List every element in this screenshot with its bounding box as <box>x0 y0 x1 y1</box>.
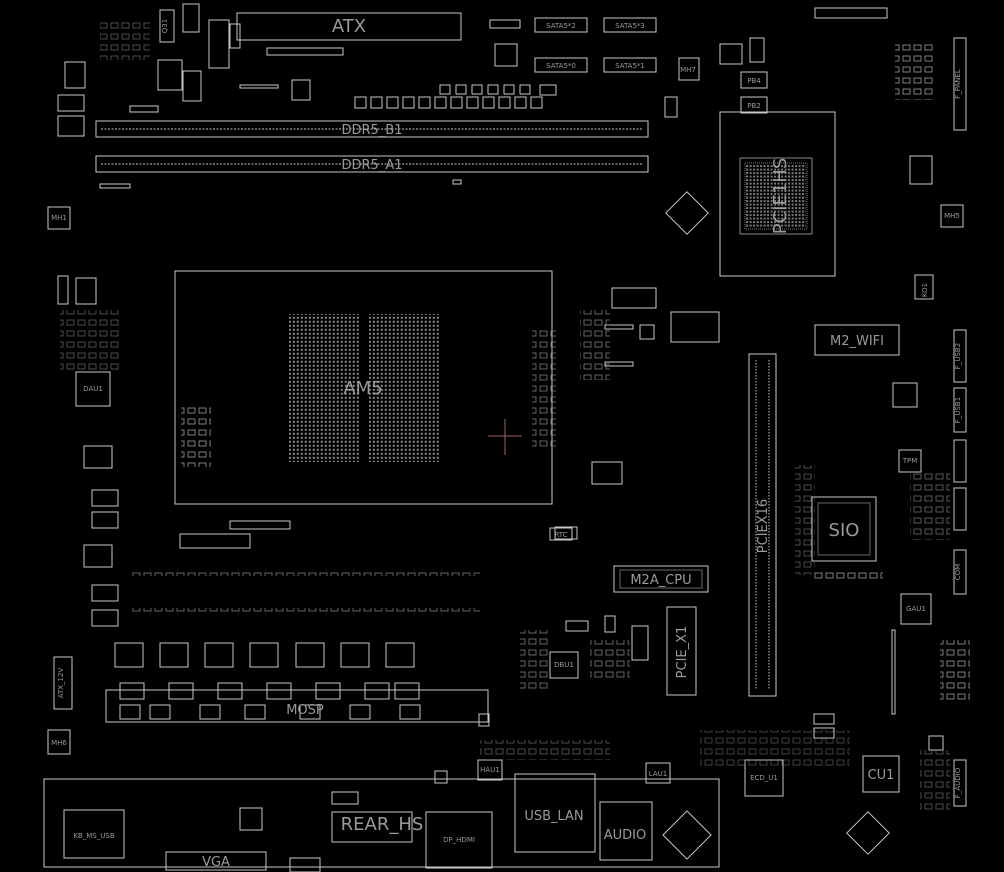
label-ddr5-b1: DDR5_B1 <box>341 123 402 138</box>
pciex16-slot <box>748 353 777 697</box>
silkscreen-labels: ATX SATA5*2 SATA5*3 SATA5*0 SATA5*1 DDR5… <box>51 16 962 870</box>
label-m2-wifi: M2_WIFI <box>830 334 884 349</box>
label-kb-ms-usb: KB_MS_USB <box>73 832 114 840</box>
label-pciex16: PCIEX16 <box>756 499 771 553</box>
chipset-area <box>719 111 836 277</box>
label-q31: Q31 <box>161 19 169 33</box>
origin-marker <box>488 419 522 455</box>
label-rear-hs: REAR_HS <box>341 814 424 835</box>
label-lau1: LAU1 <box>649 770 667 778</box>
label-m2a-cpu: M2A_CPU <box>630 573 691 588</box>
label-ddr5-a1: DDR5_A1 <box>342 158 403 173</box>
label-rtc: RTC <box>554 531 567 539</box>
label-sata2: SATA5*2 <box>546 22 576 30</box>
am5-pad-array <box>289 314 439 462</box>
label-dau1: DAU1 <box>83 385 103 393</box>
label-ko1: KO1 <box>921 283 929 297</box>
mosfet-row <box>105 642 489 723</box>
label-dbu1: DBU1 <box>554 661 574 669</box>
label-mosp: MOSP <box>286 703 324 718</box>
label-pb2: PB2 <box>747 102 760 110</box>
label-mh5: MH5 <box>944 212 960 220</box>
label-com: COM <box>954 564 962 580</box>
label-pcie-top: PCIE1HS <box>770 158 791 235</box>
label-cu1: CU1 <box>868 768 895 783</box>
label-hau1: HAU1 <box>480 766 500 774</box>
label-sata0: SATA5*0 <box>546 62 576 70</box>
label-dp-hdmi: DP_HDMI <box>443 836 475 844</box>
label-sata1: SATA5*1 <box>615 62 645 70</box>
label-f-usb2: F_USB2 <box>954 343 962 369</box>
label-mh1: MH1 <box>51 214 67 222</box>
label-audio: AUDIO <box>604 828 647 843</box>
label-atx: ATX <box>332 16 366 37</box>
label-sata3: SATA5*3 <box>615 22 645 30</box>
ddr5-slots <box>95 120 649 173</box>
label-gau1: GAU1 <box>906 605 926 613</box>
label-f-audio: F_AUDIO <box>954 767 962 798</box>
sata-connectors <box>489 17 657 73</box>
label-sio: SIO <box>829 520 860 541</box>
m2-wifi-slot <box>814 324 900 356</box>
label-mh7: MH7 <box>680 66 696 74</box>
atx-connector <box>236 12 462 56</box>
label-f-panel: F_PANEL <box>954 69 962 99</box>
label-tpm: TPM <box>902 457 918 465</box>
label-vga: VGA <box>202 855 230 870</box>
label-ecd-u1: ECD_U1 <box>750 774 778 782</box>
m2a-cpu-slot <box>613 565 709 593</box>
label-atx-12v: ATX_12V <box>57 668 65 699</box>
label-mh6: MH6 <box>51 739 67 747</box>
label-usb-lan: USB_LAN <box>524 809 583 824</box>
label-am5: AM5 <box>343 378 382 399</box>
label-pciex1: PCIE_X1 <box>675 626 690 679</box>
rear-io-shield <box>43 778 720 868</box>
label-pb4: PB4 <box>747 77 761 85</box>
pciex1-slot <box>666 606 697 696</box>
chipset-pad-array <box>746 164 806 228</box>
label-f-usb1: F_USB1 <box>954 397 962 423</box>
